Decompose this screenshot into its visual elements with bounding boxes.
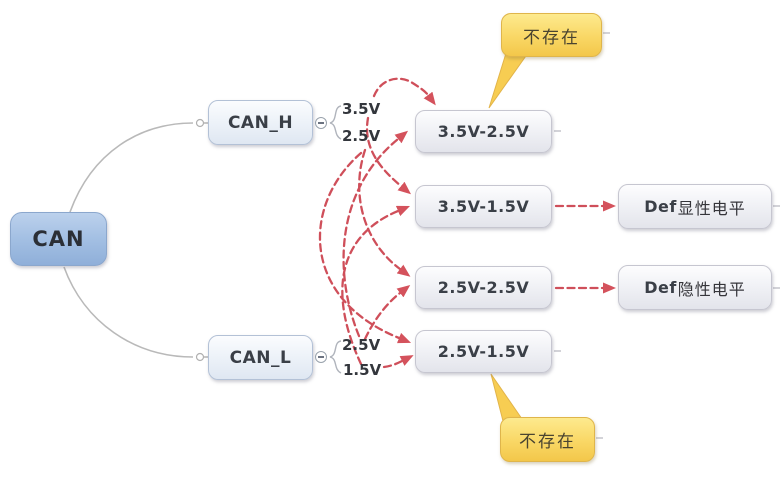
label-can-h-2v5[interactable]: 2.5V xyxy=(342,127,381,145)
minus-icon xyxy=(318,356,324,358)
tree-wires xyxy=(63,118,208,362)
def-prefix: Def xyxy=(644,278,677,297)
node-2v5-2v5[interactable]: 2.5V-2.5V xyxy=(415,266,552,309)
node-can[interactable]: CAN xyxy=(10,212,107,266)
label-can-h-3v5[interactable]: 3.5V xyxy=(342,100,381,118)
label-can-l-1v5[interactable]: 1.5V xyxy=(343,361,382,379)
node-can-l[interactable]: CAN_L xyxy=(208,335,313,380)
callout-not-exist-bottom[interactable]: 不存在 xyxy=(500,417,595,462)
relation-arrows xyxy=(319,77,616,369)
def-prefix: Def xyxy=(644,197,677,216)
node-3v5-1v5[interactable]: 3.5V-1.5V xyxy=(415,185,552,228)
minus-icon xyxy=(318,122,324,124)
collapse-button-can-h[interactable] xyxy=(315,117,327,129)
label-can-l-2v5[interactable]: 2.5V xyxy=(342,336,381,354)
node-can-h[interactable]: CAN_H xyxy=(208,100,313,145)
node-2v5-1v5[interactable]: 2.5V-1.5V xyxy=(415,330,552,373)
node-3v5-2v5[interactable]: 3.5V-2.5V xyxy=(415,110,552,153)
callout-not-exist-top[interactable]: 不存在 xyxy=(501,13,602,57)
collapse-button-can-l[interactable] xyxy=(315,351,327,363)
def-recessive-text: 隐性电平 xyxy=(677,279,746,299)
brace-shapes xyxy=(329,105,342,374)
edge-stubs xyxy=(554,32,780,439)
def-dominant-text: 显性电平 xyxy=(677,198,746,218)
